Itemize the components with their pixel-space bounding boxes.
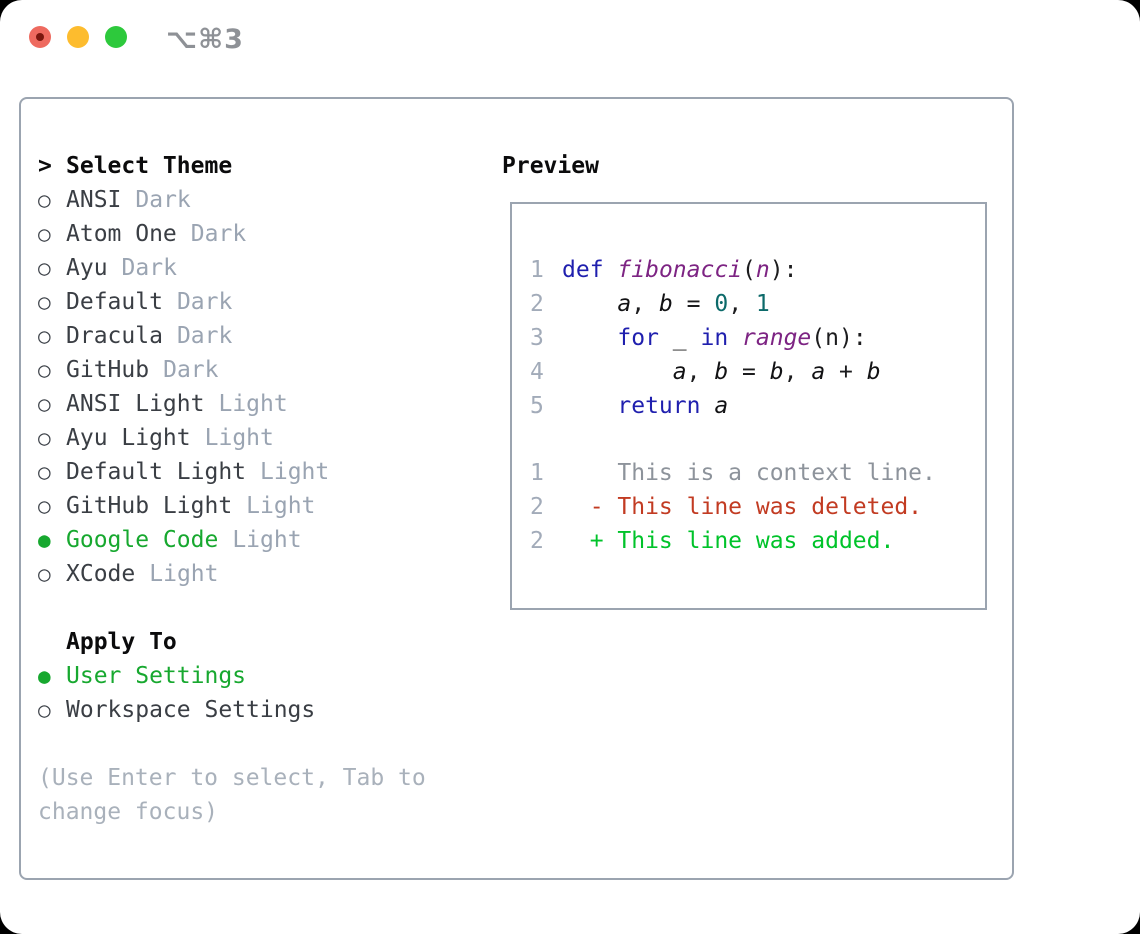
- theme-variant-badge: Dark: [121, 255, 177, 281]
- radio-icon: ○: [38, 698, 51, 722]
- theme-variant-badge: Light: [246, 493, 316, 519]
- help-text: (Use Enter to select, Tab to change focu…: [38, 765, 426, 825]
- diff-text: - This line was deleted.: [562, 494, 923, 520]
- code-text: for _ in range(n):: [617, 325, 867, 351]
- diff-text: + This line was added.: [562, 528, 895, 554]
- theme-name: Google Code: [66, 527, 219, 553]
- theme-variant-badge: Light: [218, 391, 288, 417]
- line-number: 3: [530, 325, 544, 351]
- diff-text: This is a context line.: [562, 460, 936, 486]
- apply-to-option-label: Workspace Settings: [66, 697, 316, 723]
- theme-option[interactable]: ○ Ayu Light Light: [38, 421, 468, 455]
- theme-variant-badge: Light: [204, 425, 274, 451]
- theme-variant-badge: Dark: [190, 221, 247, 247]
- radio-icon: ○: [38, 426, 51, 450]
- line-number: 1: [530, 460, 544, 486]
- select-theme-header: > Select Theme: [38, 149, 468, 183]
- theme-variant-badge: Dark: [176, 323, 233, 349]
- apply-to-option-label: User Settings: [66, 663, 247, 689]
- code-text: a, b = b, a + b: [672, 359, 881, 385]
- code-line: 4 a, b = b, a + b: [530, 355, 985, 389]
- theme-option[interactable]: ○ Default Dark: [38, 285, 468, 319]
- apply-to-options: ● User Settings ○ Workspace Settings: [38, 659, 468, 727]
- apply-to-option[interactable]: ○ Workspace Settings: [38, 693, 468, 727]
- radio-icon: ○: [38, 460, 51, 484]
- theme-variant-badge: Dark: [163, 357, 219, 383]
- apply-to-header: Apply To: [38, 625, 468, 659]
- theme-name: Default: [66, 289, 163, 315]
- selected-radio-icon: ●: [38, 664, 51, 688]
- radio-icon: ○: [38, 290, 51, 314]
- code-line: 2 a, b = 0, 1: [530, 287, 985, 321]
- theme-name: ANSI: [66, 187, 122, 213]
- code-text: def fibonacci(n):: [562, 257, 798, 283]
- radio-icon: ○: [38, 256, 51, 280]
- theme-name: Dracula: [66, 323, 163, 349]
- theme-option[interactable]: ○ XCode Light: [38, 557, 468, 591]
- line-number: 2: [530, 494, 544, 520]
- theme-name: GitHub: [66, 357, 150, 383]
- theme-name: Atom One: [66, 221, 177, 247]
- theme-name: Ayu: [66, 255, 108, 281]
- theme-option[interactable]: ○ Default Light Light: [38, 455, 468, 489]
- diff-line-added: 2 + This line was added.: [530, 524, 985, 558]
- line-number: 2: [530, 528, 544, 554]
- theme-option[interactable]: ● Google Code Light: [38, 523, 468, 557]
- window-title-shortcut: ⌥⌘3: [166, 24, 244, 55]
- theme-option[interactable]: ○ GitHub Light Light: [38, 489, 468, 523]
- theme-name: Default Light: [66, 459, 247, 485]
- diff-preview: 1 This is a context line.2 - This line w…: [530, 456, 985, 558]
- prompt-icon: >: [38, 153, 52, 179]
- title-bar: ⌥⌘3: [0, 0, 1140, 74]
- theme-option[interactable]: ○ Atom One Dark: [38, 217, 468, 251]
- apply-to-option[interactable]: ● User Settings: [38, 659, 468, 693]
- radio-icon: ○: [38, 494, 51, 518]
- theme-variant-badge: Light: [149, 561, 219, 587]
- theme-option[interactable]: ○ Ayu Dark: [38, 251, 468, 285]
- minimize-window-icon[interactable]: [67, 26, 89, 48]
- code-text: a, b = 0, 1: [617, 291, 770, 317]
- code-text: return a: [617, 393, 729, 419]
- radio-icon: ○: [38, 188, 51, 212]
- theme-option[interactable]: ○ GitHub Dark: [38, 353, 468, 387]
- radio-icon: ○: [38, 392, 51, 416]
- theme-name: Ayu Light: [66, 425, 191, 451]
- preview-title: Preview: [502, 153, 599, 179]
- radio-icon: ○: [38, 222, 51, 246]
- radio-icon: ○: [38, 358, 51, 382]
- theme-name: ANSI Light: [66, 391, 205, 417]
- zoom-window-icon[interactable]: [105, 26, 127, 48]
- code-line: 3 for _ in range(n):: [530, 321, 985, 355]
- code-line: 5 return a: [530, 389, 985, 423]
- select-theme-title: Select Theme: [66, 153, 233, 179]
- line-number: 1: [530, 257, 544, 283]
- theme-variant-badge: Dark: [176, 289, 233, 315]
- theme-name: GitHub Light: [66, 493, 233, 519]
- theme-variant-badge: Dark: [135, 187, 191, 213]
- theme-name: XCode: [66, 561, 136, 587]
- line-number: 5: [530, 393, 544, 419]
- theme-option[interactable]: ○ ANSI Light Light: [38, 387, 468, 421]
- radio-icon: ○: [38, 324, 51, 348]
- close-window-icon[interactable]: [29, 26, 51, 48]
- line-number: 4: [530, 359, 544, 385]
- theme-option[interactable]: ○ Dracula Dark: [38, 319, 468, 353]
- theme-variant-badge: Light: [260, 459, 330, 485]
- code-line: 1 def fibonacci(n):: [530, 253, 985, 287]
- selected-radio-icon: ●: [38, 528, 51, 552]
- radio-icon: ○: [38, 562, 51, 586]
- theme-variant-badge: Light: [232, 527, 302, 553]
- diff-line-deleted: 2 - This line was deleted.: [530, 490, 985, 524]
- diff-line-context: 1 This is a context line.: [530, 456, 985, 490]
- line-number: 2: [530, 291, 544, 317]
- theme-option[interactable]: ○ ANSI Dark: [38, 183, 468, 217]
- apply-to-title: Apply To: [66, 629, 177, 655]
